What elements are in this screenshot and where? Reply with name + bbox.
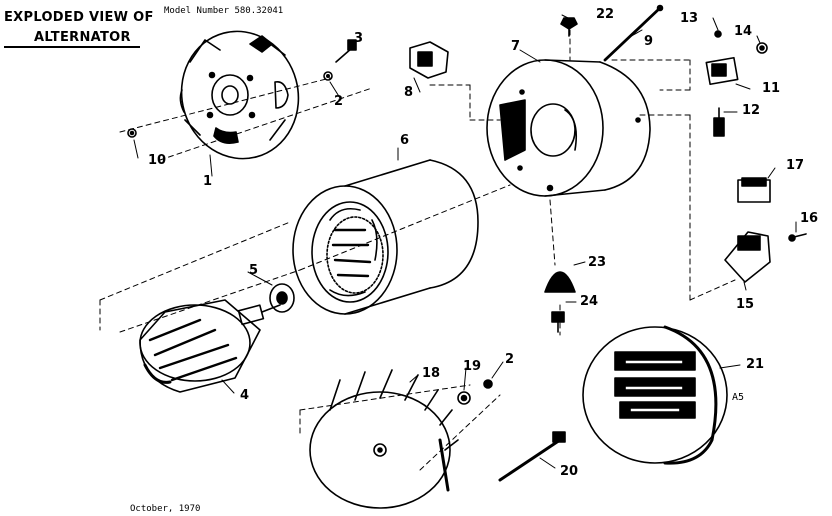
callout-24: 24 [580, 294, 599, 309]
callout-10: 10 [148, 153, 167, 168]
callout-18: 18 [422, 366, 441, 381]
model-number: Model Number 580.32041 [164, 6, 284, 16]
washer-part-2a [323, 71, 333, 81]
callout-21: 21 [746, 357, 765, 372]
callout-1: 1 [203, 174, 213, 189]
screw-part-22 [560, 17, 578, 37]
callout-2a: 2 [334, 94, 344, 109]
callout-5: 5 [249, 263, 259, 278]
regulator-part-17 [737, 177, 771, 203]
bolt-part-20 [498, 431, 566, 482]
callout-4: 4 [240, 388, 250, 403]
diode-part-12 [713, 107, 725, 137]
terminal-block-part-11 [705, 56, 739, 86]
through-bolt-part-9 [603, 4, 664, 62]
housing-part-7 [486, 59, 651, 197]
callout-16: 16 [800, 211, 819, 226]
title-line-1: EXPLODED VIEW OF [4, 10, 154, 25]
stator-part-6 [292, 159, 479, 315]
callout-9: 9 [644, 34, 654, 49]
callout-23: 23 [588, 255, 607, 270]
screw-part-16 [788, 233, 807, 242]
callout-20: 20 [560, 464, 579, 479]
rear-cover-part-21 [582, 325, 728, 465]
nut-part-10 [127, 128, 137, 138]
bearing-part-5 [269, 283, 295, 313]
revision-date: October, 1970 [130, 504, 201, 514]
title-line-2: ALTERNATOR [34, 30, 131, 45]
screw-part-24 [551, 311, 565, 333]
washer-part-14 [756, 42, 768, 54]
callout-2b: 2 [505, 352, 515, 367]
callout-14: 14 [734, 24, 753, 39]
fan-part-18 [309, 369, 459, 509]
diagram-title: EXPLODED VIEW OF ALTERNATOR [4, 8, 154, 48]
nut-part-13 [714, 30, 722, 38]
title-underline [4, 46, 140, 48]
bracket-part-15 [724, 231, 771, 283]
leader-lines [133, 14, 797, 469]
callout-6: 6 [400, 133, 410, 148]
washer-part-19 [457, 391, 471, 405]
callout-8: 8 [404, 85, 414, 100]
callout-13: 13 [680, 11, 699, 26]
callout-17: 17 [786, 158, 805, 173]
drawing-mark: A5 [732, 392, 745, 403]
rotor-part-4 [139, 299, 281, 393]
callout-11: 11 [762, 81, 781, 96]
callout-19: 19 [463, 359, 482, 374]
callout-3: 3 [354, 31, 364, 46]
callout-22: 22 [596, 7, 615, 22]
nut-part-2b [483, 379, 493, 389]
brush-holder-part-8 [409, 41, 449, 79]
callout-12: 12 [742, 103, 761, 118]
callout-7: 7 [511, 39, 521, 54]
grommet-part-23 [544, 271, 576, 293]
callout-15: 15 [736, 297, 755, 312]
end-frame-part-1 [179, 30, 300, 160]
screw-part-3 [335, 39, 357, 63]
